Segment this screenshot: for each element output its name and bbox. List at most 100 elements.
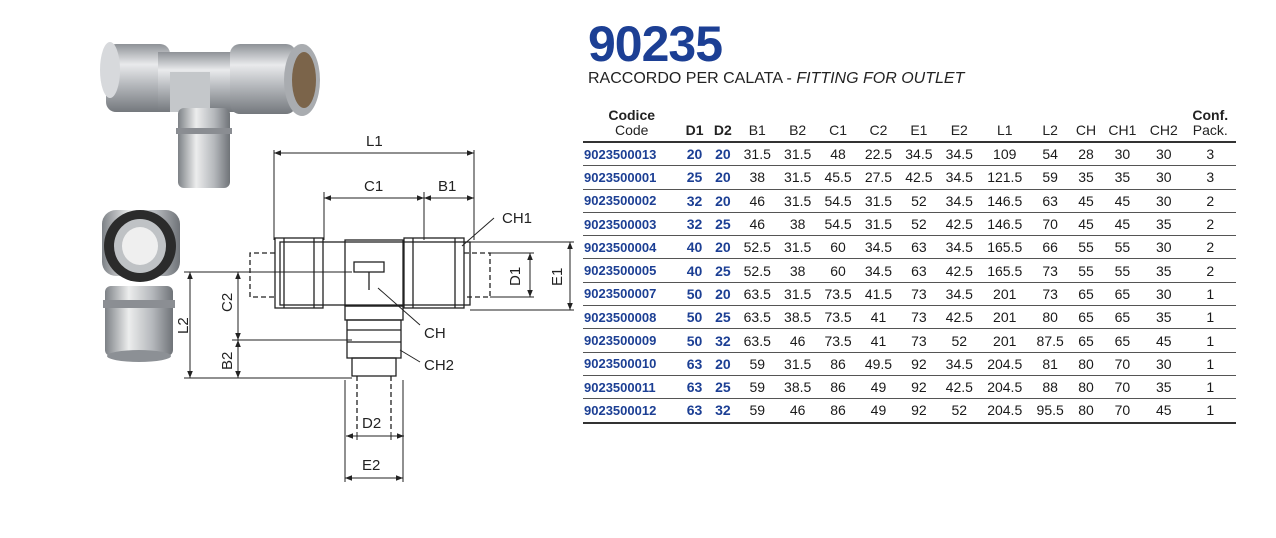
cell-l1: 201 (979, 305, 1030, 330)
cell-b2: 46 (777, 328, 818, 353)
cell-c2: 31.5 (858, 212, 899, 237)
cell-e1: 52 (898, 212, 940, 237)
cell-ch: 45 (1070, 189, 1102, 213)
cell-ch1: 70 (1101, 398, 1144, 424)
cell-b1: 52.5 (737, 235, 778, 260)
col-d1: D1 (680, 98, 709, 143)
cell-l2: 88 (1029, 375, 1071, 400)
cell-c2: 41 (858, 328, 899, 353)
cell-c2: 49.5 (858, 352, 899, 376)
cell-code: 9023500002 (583, 189, 681, 213)
cell-pack: 2 (1184, 189, 1236, 213)
cell-ch: 65 (1070, 328, 1102, 353)
cell-ch1: 30 (1101, 142, 1144, 167)
cell-ch2: 35 (1143, 212, 1185, 237)
cell-ch1: 70 (1101, 352, 1144, 376)
cell-b2: 46 (777, 398, 818, 424)
product-photo-side (102, 210, 180, 362)
cell-pack: 2 (1184, 258, 1236, 283)
cell-e1: 63 (898, 235, 940, 260)
cell-b1: 52.5 (737, 258, 778, 283)
col-l1: L1 (979, 98, 1030, 143)
cell-ch: 35 (1070, 165, 1102, 190)
cell-e2: 34.5 (939, 165, 980, 190)
cell-pack: 2 (1184, 235, 1236, 260)
cell-c1: 73.5 (817, 328, 859, 353)
cell-l1: 165.5 (979, 235, 1030, 260)
col-code: Codice Code (583, 98, 681, 143)
cell-b2: 38 (777, 258, 818, 283)
cell-b2: 31.5 (777, 142, 818, 167)
cell-e2: 34.5 (939, 235, 980, 260)
cell-e1: 92 (898, 398, 940, 424)
col-pack: Conf. Pack. (1184, 98, 1236, 143)
label-l1: L1 (366, 133, 383, 150)
cell-pack: 3 (1184, 142, 1236, 167)
cell-ch2: 35 (1143, 305, 1185, 330)
cell-l2: 87.5 (1029, 328, 1071, 353)
cell-code: 9023500008 (583, 305, 681, 330)
cell-d2: 25 (708, 212, 738, 237)
cell-e2: 42.5 (939, 375, 980, 400)
cell-l2: 59 (1029, 165, 1071, 190)
cell-d2: 20 (708, 165, 738, 190)
cell-l2: 73 (1029, 258, 1071, 283)
technical-drawing: L1 C1 B1 CH1 D1 E1 L2 C2 B2 CH CH2 D2 E2 (100, 42, 574, 482)
cell-pack: 1 (1184, 375, 1236, 400)
cell-d1: 63 (680, 352, 709, 376)
cell-b2: 38.5 (777, 375, 818, 400)
cell-b1: 63.5 (737, 305, 778, 330)
cell-d2: 20 (708, 142, 738, 167)
cell-l1: 109 (979, 142, 1030, 167)
header-codice: Codice (608, 107, 656, 123)
cell-d1: 63 (680, 398, 709, 424)
cell-code: 9023500001 (583, 165, 681, 190)
cell-e1: 73 (898, 282, 940, 307)
cell-d1: 50 (680, 305, 709, 330)
cell-ch2: 30 (1143, 142, 1185, 167)
cell-ch1: 65 (1101, 282, 1144, 307)
cell-c2: 49 (858, 375, 899, 400)
cell-code: 9023500012 (583, 398, 681, 424)
cell-d2: 25 (708, 258, 738, 283)
label-c1: C1 (364, 178, 383, 195)
cell-ch2: 30 (1143, 189, 1185, 213)
cell-c2: 34.5 (858, 258, 899, 283)
cell-e2: 42.5 (939, 305, 980, 330)
cell-e2: 34.5 (939, 282, 980, 307)
cell-l2: 66 (1029, 235, 1071, 260)
dimension-lines (184, 150, 574, 482)
cell-l2: 70 (1029, 212, 1071, 237)
col-l2: L2 (1029, 98, 1071, 143)
cell-ch2: 30 (1143, 235, 1185, 260)
label-b2: B2 (219, 352, 236, 370)
cell-ch1: 55 (1101, 235, 1144, 260)
cell-d1: 50 (680, 282, 709, 307)
cell-d1: 40 (680, 235, 709, 260)
cell-code: 9023500013 (583, 142, 681, 167)
cell-e2: 34.5 (939, 142, 980, 167)
cell-d2: 25 (708, 305, 738, 330)
cell-c2: 41.5 (858, 282, 899, 307)
cell-e1: 42.5 (898, 165, 940, 190)
cell-c2: 49 (858, 398, 899, 424)
cell-pack: 1 (1184, 328, 1236, 353)
cell-ch: 55 (1070, 235, 1102, 260)
cell-pack: 1 (1184, 398, 1236, 424)
cell-ch: 65 (1070, 305, 1102, 330)
cell-code: 9023500007 (583, 282, 681, 307)
cell-b1: 59 (737, 398, 778, 424)
spec-table: Codice Code D1 D2 B1 B2 C1 C2 E1 E2 L1 L… (583, 98, 1236, 424)
cell-d2: 20 (708, 235, 738, 260)
cell-pack: 1 (1184, 305, 1236, 330)
cell-e2: 52 (939, 328, 980, 353)
col-b1: B1 (737, 98, 778, 143)
cell-pack: 1 (1184, 282, 1236, 307)
cell-b1: 31.5 (737, 142, 778, 167)
